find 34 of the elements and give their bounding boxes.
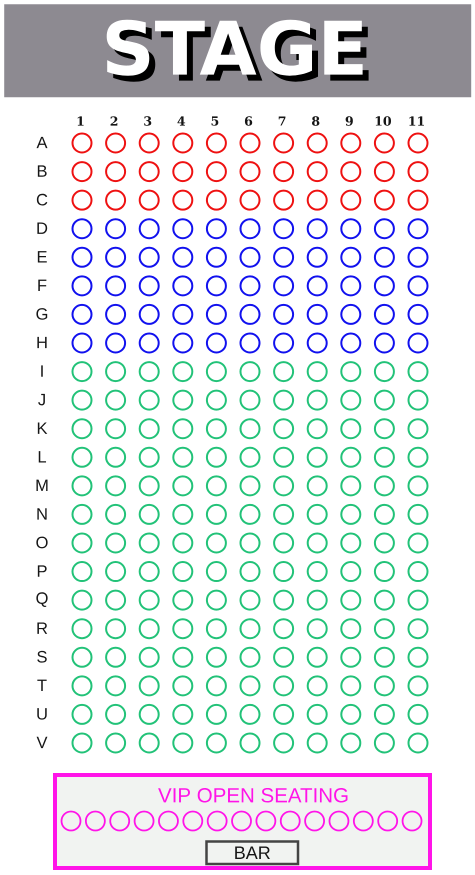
row-letter: P	[38, 565, 47, 577]
row-letter: S	[37, 650, 47, 663]
row-letter: F	[38, 280, 46, 292]
column-number: 8	[312, 116, 320, 126]
row-letter: K	[38, 422, 48, 434]
row-letter: U	[37, 708, 47, 720]
row-letter: L	[38, 451, 46, 462]
column-number: 3	[144, 116, 152, 126]
row-letter: B	[38, 165, 47, 177]
row-letter: V	[36, 736, 48, 748]
row-letter: C	[36, 194, 48, 206]
row-letter: R	[37, 622, 48, 634]
column-number: 10	[376, 116, 391, 126]
row-letter: G	[36, 308, 48, 320]
column-number: 6	[244, 116, 252, 126]
row-letter: Q	[36, 592, 48, 607]
row-letter: N	[37, 508, 47, 520]
bar-box: BAR	[205, 840, 300, 866]
row-letter: D	[37, 222, 48, 234]
row-letter: O	[36, 536, 48, 548]
column-number: 2	[110, 116, 118, 126]
column-number: 7	[278, 116, 286, 126]
row-letter: I	[41, 365, 43, 377]
column-number: 9	[346, 116, 353, 126]
column-number: 1	[78, 116, 84, 126]
row-letter: H	[37, 336, 47, 348]
row-letter: T	[37, 680, 47, 691]
column-number: 11	[409, 116, 424, 126]
row-letter: J	[38, 394, 45, 406]
row-letter: E	[38, 251, 47, 262]
column-number: 4	[177, 116, 186, 126]
row-letter: M	[36, 480, 48, 492]
row-letter: A	[36, 136, 48, 148]
column-number: 5	[212, 116, 218, 126]
